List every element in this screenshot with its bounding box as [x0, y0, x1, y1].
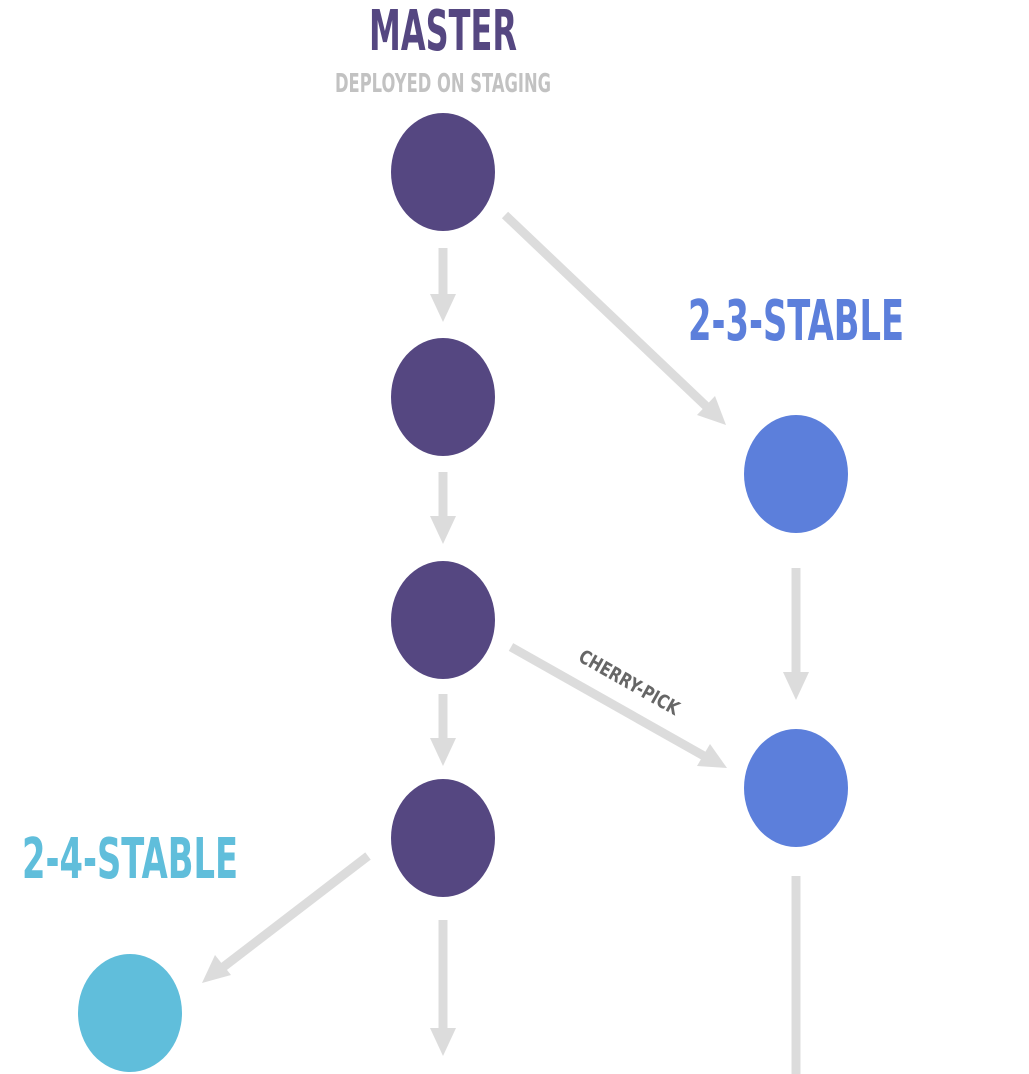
branch-2-3-stable-title: 2-3-STABLE [688, 289, 904, 354]
arrow-shaft [219, 852, 371, 972]
commit-node-master-1 [391, 113, 495, 231]
branch-2-4-stable-title: 2-4-STABLE [22, 827, 238, 892]
edge-m4-s24a [202, 852, 371, 983]
master-branch-title: MASTER [369, 0, 517, 64]
edge-s23a-s23b [783, 568, 809, 700]
arrow-head [430, 516, 456, 544]
master-branch-subtitle: DEPLOYED ON STAGING [335, 69, 551, 99]
arrow-head [202, 955, 231, 983]
commit-node-2-3-stable-2 [744, 729, 848, 847]
arrow-head [697, 396, 726, 425]
arrow-head [697, 744, 727, 768]
arrow-shaft [508, 643, 707, 760]
edge-m4-next [430, 920, 456, 1056]
commit-node-master-3 [391, 561, 495, 679]
arrow-shaft [501, 211, 711, 411]
edge-m1-s23a [501, 211, 726, 425]
arrow-head [430, 738, 456, 766]
commit-node-2-3-stable-1 [744, 415, 848, 533]
arrow-head [430, 294, 456, 322]
edges [202, 211, 809, 1074]
edge-m2-m3 [430, 472, 456, 544]
edge-m3-m4 [430, 694, 456, 766]
commit-node-master-2 [391, 338, 495, 456]
edge-m3-s23b-cherry-pick [508, 643, 727, 768]
arrow-head [430, 1028, 456, 1056]
arrow-head [783, 672, 809, 700]
commit-node-master-4 [391, 779, 495, 897]
edge-m1-m2 [430, 248, 456, 322]
commit-node-2-4-stable-1 [78, 954, 182, 1072]
commit-nodes [78, 113, 848, 1072]
